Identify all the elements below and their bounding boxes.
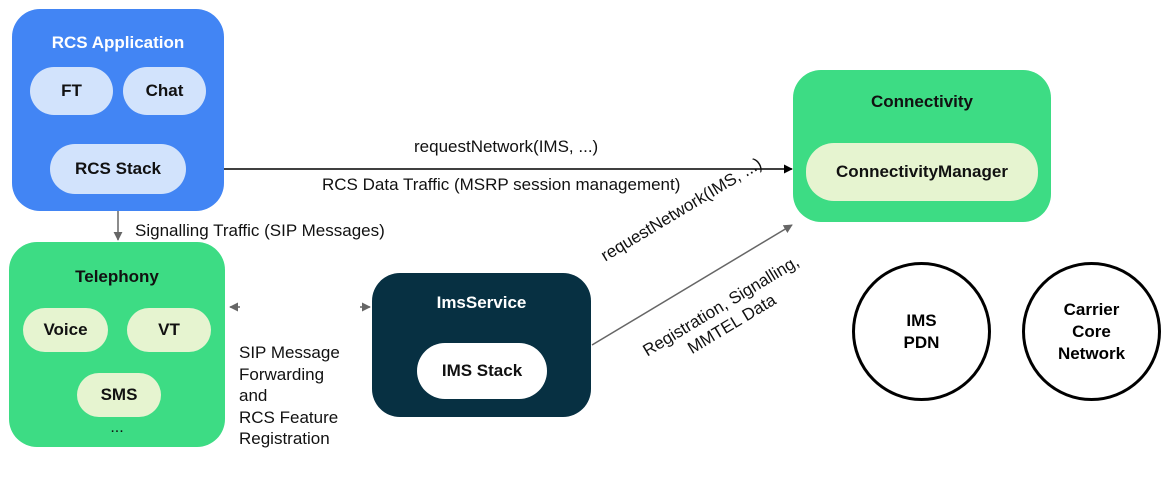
ft-pill: FT (30, 67, 113, 115)
sip-forwarding-line: Forwarding (239, 364, 325, 384)
sip-forwarding-line: SIP Message (239, 343, 340, 362)
connectivity-title: Connectivity (870, 92, 974, 111)
sip-forwarding-label: SIP Message Forwarding and RCS Feature R… (239, 342, 340, 450)
rcs-application-box: RCS Application FT Chat RCS Stack (12, 9, 224, 211)
voice-pill: Voice (23, 308, 108, 352)
ims-connectivity-arrow (591, 224, 793, 346)
sms-pill: SMS (77, 373, 161, 417)
sip-forwarding-line: RCS Feature (239, 407, 339, 427)
more-ellipsis: ... (110, 419, 124, 436)
signalling-traffic-label: Signalling Traffic (SIP Messages) (135, 221, 385, 240)
connectivity-box: Connectivity ConnectivityManager (793, 70, 1051, 222)
request-network-top-label: requestNetwork(IMS, ...) (414, 137, 599, 156)
chat-pill: Chat (123, 67, 206, 115)
sip-forwarding-line: Registration (239, 429, 330, 448)
rcs-stack-pill: RCS Stack (50, 144, 186, 194)
telephony-box: Telephony Voice VT SMS ... (9, 242, 225, 447)
telephony-title: Telephony (75, 267, 159, 286)
vt-pill: VT (127, 308, 211, 352)
ims-stack-pill: IMS Stack (417, 343, 547, 399)
carrier-core-network-circle: Carrier Core Network (1022, 262, 1161, 401)
rcs-data-traffic-label: RCS Data Traffic (MSRP session managemen… (322, 175, 681, 194)
ims-service-box: ImsService IMS Stack (372, 273, 591, 417)
sip-forwarding-line: and (239, 386, 268, 405)
ims-service-title: ImsService (436, 293, 527, 312)
rcs-application-title: RCS Application (51, 33, 185, 52)
ims-pdn-circle: IMS PDN (852, 262, 991, 401)
connectivity-manager-pill: ConnectivityManager (806, 143, 1038, 201)
